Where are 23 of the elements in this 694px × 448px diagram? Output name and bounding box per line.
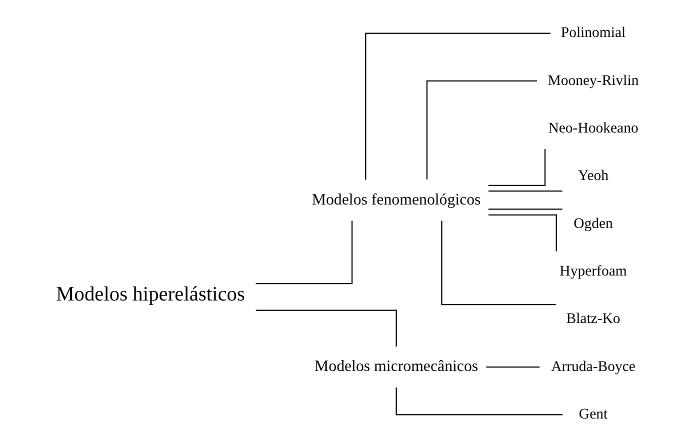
node-text: Neo-Hookeano — [548, 120, 638, 137]
connector — [488, 214, 556, 252]
connector — [255, 220, 352, 284]
connector — [488, 149, 546, 186]
connector — [488, 190, 562, 192]
node-text: Hyperfoam — [559, 264, 626, 280]
node-text: Blatz-Ko — [566, 311, 620, 328]
node-text: Mooney-Rivlin — [547, 72, 638, 89]
node-text: Modelos hiperelásticos — [56, 284, 244, 306]
connector — [426, 80, 536, 180]
connector — [488, 208, 562, 210]
node-text: Ogden — [573, 216, 612, 232]
connector — [486, 366, 540, 368]
node-text: Polinomial — [560, 25, 626, 42]
connector — [395, 388, 562, 416]
node-text: Gent — [578, 406, 608, 423]
connector — [255, 310, 396, 347]
node-text: Arruda-Boyce — [550, 358, 635, 375]
connector — [364, 32, 550, 180]
node-text: Modelos micromecânicos — [314, 358, 478, 376]
node-text: Modelos fenomenológicos — [311, 191, 480, 208]
node-text: Yeoh — [578, 168, 608, 184]
connector — [440, 220, 556, 306]
